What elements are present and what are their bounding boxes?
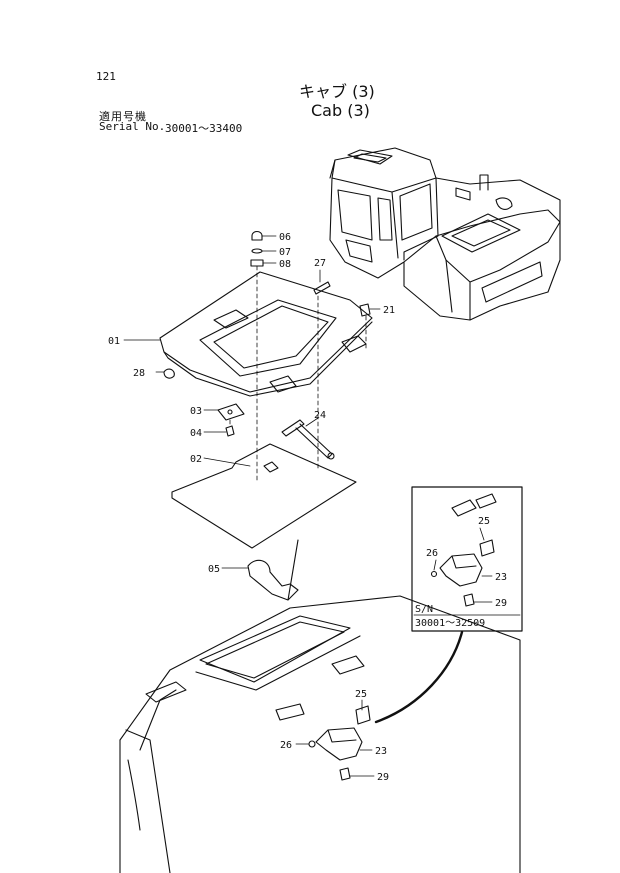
callout-07: 07 bbox=[279, 247, 291, 258]
callout-05: 05 bbox=[208, 564, 220, 575]
part-28-clip bbox=[163, 368, 175, 379]
callout-24: 24 bbox=[314, 410, 326, 421]
part-05-handle bbox=[247, 539, 299, 601]
title-japanese: キャブ (3) bbox=[299, 82, 375, 101]
callout-04: 04 bbox=[190, 428, 202, 439]
cab-roof-illustration bbox=[119, 595, 521, 873]
serial-range: 30001～33400 bbox=[165, 122, 243, 135]
callout-03: 03 bbox=[190, 406, 202, 417]
part-06-07-08-fastener-stack bbox=[250, 230, 264, 267]
inset-callout-25: 25 bbox=[478, 516, 490, 527]
inset-callout-29: 29 bbox=[495, 598, 507, 609]
title-english: Cab (3) bbox=[311, 101, 370, 120]
page-number: 121 bbox=[96, 70, 116, 83]
excavator-body-illustration bbox=[329, 147, 561, 321]
serial-label-japanese: 適用号機 bbox=[99, 110, 147, 123]
callout-02: 02 bbox=[190, 454, 202, 465]
inset-callout-26: 26 bbox=[426, 548, 438, 559]
callout-29: 29 bbox=[377, 772, 389, 783]
callout-21: 21 bbox=[383, 305, 395, 316]
callout-23: 23 bbox=[375, 746, 387, 757]
callout-26: 26 bbox=[280, 740, 292, 751]
part-24-gas-strut bbox=[281, 419, 335, 460]
callout-27: 27 bbox=[314, 258, 326, 269]
part-27-bolt bbox=[313, 281, 331, 295]
callout-28: 28 bbox=[133, 368, 145, 379]
part-04-bolt bbox=[225, 425, 235, 437]
lower-hinge-assembly bbox=[308, 705, 371, 781]
inset-sn-range: 30001～32509 bbox=[415, 618, 485, 629]
inset-sn-label: S/N bbox=[415, 604, 433, 615]
serial-label-english: Serial No. bbox=[99, 120, 166, 133]
leader-lines bbox=[123, 235, 493, 777]
inset-box bbox=[411, 486, 523, 632]
part-21-bolt bbox=[359, 303, 371, 317]
inset-connector-line bbox=[374, 630, 464, 724]
part-03-hinge-bracket bbox=[217, 403, 245, 421]
callout-labels: 01 28 03 04 02 05 06 07 08 27 21 24 25 2… bbox=[108, 232, 507, 783]
callout-25: 25 bbox=[355, 689, 367, 700]
callout-06: 06 bbox=[279, 232, 291, 243]
part-02-liner-sheet bbox=[171, 443, 357, 549]
callout-08: 08 bbox=[279, 259, 291, 270]
callout-01: 01 bbox=[108, 336, 120, 347]
inset-callout-23: 23 bbox=[495, 572, 507, 583]
part-01-hatch-cover bbox=[159, 271, 373, 397]
